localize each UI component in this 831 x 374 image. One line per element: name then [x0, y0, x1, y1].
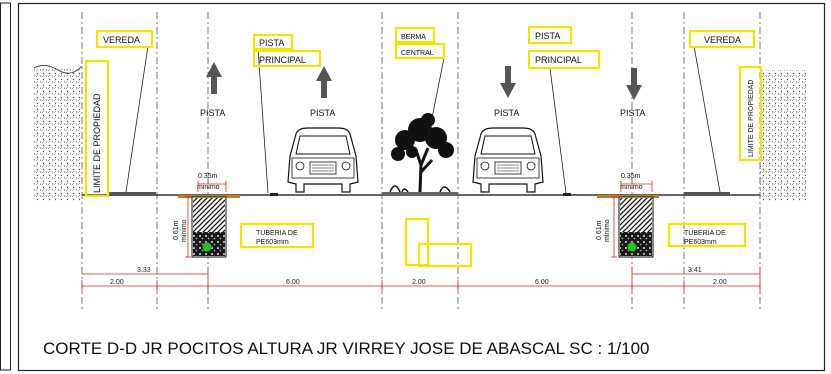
car-icon [472, 127, 544, 193]
trench-width-left-note: minimo [197, 184, 220, 191]
trench-width-left-value: 0.35m [198, 173, 218, 180]
label-box [239, 222, 315, 249]
trench-depth-right-value: 0.61m [596, 220, 603, 240]
arrow-up-icon [316, 66, 332, 98]
label-principal-right: PRINCIPAL [535, 55, 582, 65]
trench-depth-left-value: 0.61m [173, 220, 180, 240]
label-box [738, 65, 763, 162]
soil-right [758, 70, 808, 201]
empty-label-box [417, 242, 473, 268]
dim-right-total: 3.41 [688, 267, 702, 274]
pipe-left [202, 242, 212, 252]
label-pista-principal-left: PISTA [259, 38, 284, 48]
trench-depth-left-note: minimo [181, 219, 188, 242]
label-box [394, 26, 436, 44]
label-limite-left: LIMITE DE PROPIEDAD [92, 93, 102, 193]
pipe-right [627, 242, 637, 252]
label-pista-lane-1: PISTA [200, 108, 225, 118]
trench-width-right-value: 0.35m [621, 173, 641, 180]
arrow-down-icon [500, 66, 516, 98]
trench-width-dims [197, 181, 653, 192]
dimension-lines [81, 268, 761, 292]
label-box [394, 42, 446, 60]
dim-seg-4: 6.00 [535, 279, 549, 286]
axis-lines [81, 12, 761, 312]
drawing-frame [17, 2, 826, 372]
label-box [84, 59, 110, 198]
dim-seg-2: 6.00 [286, 279, 300, 286]
label-pista-lane-3: PISTA [494, 108, 519, 118]
arrow-up-icon [206, 62, 222, 94]
label-box [252, 49, 322, 68]
label-box [667, 222, 747, 248]
label-pista-principal-right: PISTA [535, 31, 560, 41]
soil-left [34, 68, 82, 201]
left-border-fragment [0, 2, 11, 371]
empty-label-box [404, 217, 430, 267]
drawing-title: CORTE D-D JR POCITOS ALTURA JR VIRREY JO… [43, 339, 650, 358]
arrow-down-icon [626, 68, 642, 100]
label-pista-lane-4: PISTA [620, 108, 645, 118]
dim-seg-1: 2.00 [110, 279, 124, 286]
label-box [95, 29, 154, 49]
trench-depth-dims [185, 196, 617, 258]
label-central: CENTRAL [401, 50, 434, 57]
dim-seg-3: 2.00 [412, 279, 426, 286]
trench-depth-right-note: minimo [604, 219, 611, 242]
label-box [527, 25, 573, 45]
car-icon [287, 127, 359, 193]
dim-left-total: 3.33 [137, 267, 151, 274]
label-principal-left: PRINCIPAL [259, 55, 306, 65]
label-tuberia-left-size: PE603mm [256, 239, 289, 246]
label-vereda-left: VEREDA [103, 35, 140, 45]
label-limite-right: LIMITE DE PROPIEDAD [748, 80, 755, 157]
label-pista-lane-2: PISTA [310, 108, 335, 118]
label-tuberia-left: TUBERIA DE [256, 230, 298, 237]
label-box [527, 49, 601, 70]
dim-seg-5: 2.00 [713, 279, 727, 286]
tree-icon [389, 113, 454, 193]
label-box [688, 29, 756, 49]
leader-lines [125, 45, 721, 194]
label-tuberia-right-size: PE603mm [684, 239, 717, 246]
trench-width-right-note: minimo [620, 184, 643, 191]
label-vereda-right: VEREDA [704, 35, 741, 45]
label-berma: BERMA [401, 34, 426, 41]
label-tuberia-right: TUBERIA DE [684, 230, 726, 237]
label-box [252, 33, 294, 51]
